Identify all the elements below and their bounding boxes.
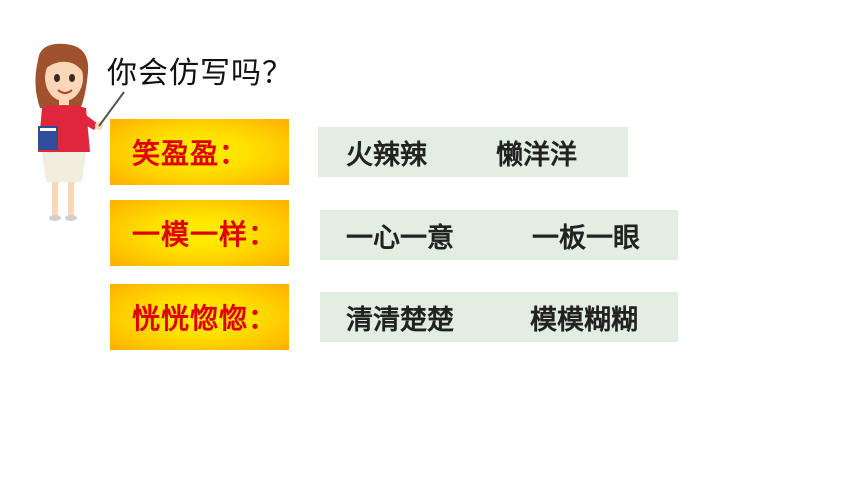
question-heading: 你会仿写吗？	[107, 56, 293, 91]
label-text: 笑盈盈：	[132, 137, 249, 170]
answer-text: 一心一意	[346, 222, 454, 254]
label-box-row-1: 笑盈盈：	[110, 119, 289, 185]
teacher-illustration-icon	[20, 40, 130, 225]
answer-text: 清清楚楚	[346, 304, 454, 336]
answer-box-row-1: 火辣辣 懒洋洋	[318, 127, 628, 177]
answer-text: 懒洋洋	[496, 139, 577, 171]
answer-text: 火辣辣	[346, 139, 427, 171]
label-box-row-2: 一模一样：	[110, 200, 289, 266]
answer-box-row-3: 清清楚楚 模模糊糊	[320, 292, 678, 342]
label-box-row-3: 恍恍惚惚：	[110, 284, 289, 350]
label-text: 一模一样：	[132, 218, 278, 251]
label-text: 恍恍惚惚：	[132, 302, 278, 335]
answer-text: 模模糊糊	[530, 304, 638, 336]
answer-text: 一板一眼	[532, 222, 640, 254]
answer-box-row-2: 一心一意 一板一眼	[320, 210, 678, 260]
